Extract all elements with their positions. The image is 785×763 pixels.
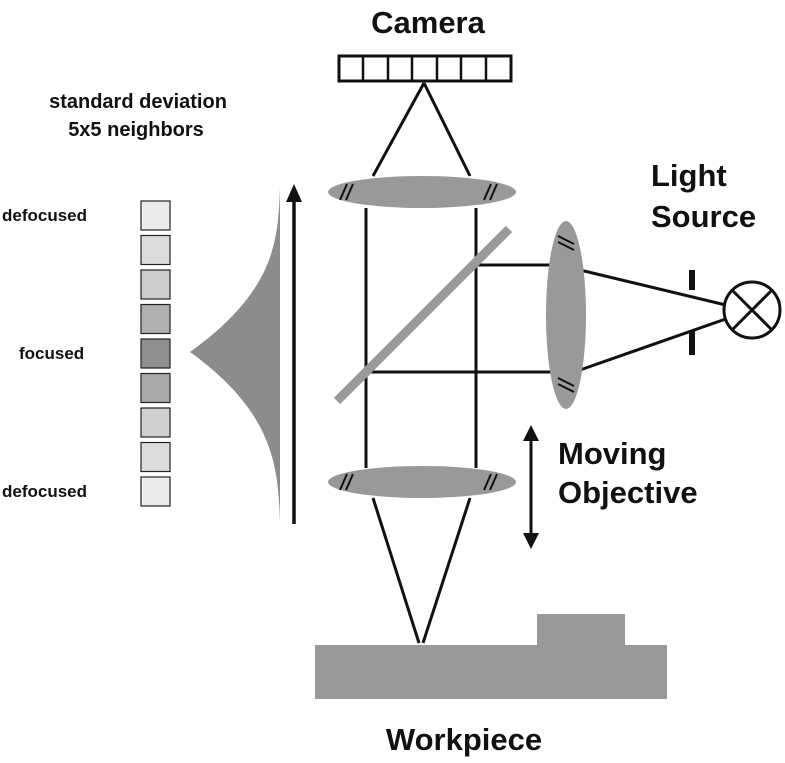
camera-sensor — [337, 54, 513, 83]
focus-scale-cell — [140, 407, 171, 438]
std-dev-label-line2: 5x5 neighbors — [68, 119, 204, 141]
std-dev-label-line1: standard deviation — [49, 91, 227, 113]
main-beam — [364, 208, 478, 468]
focused-label: focused — [19, 344, 84, 363]
focus-scale-cell — [140, 234, 171, 266]
light-source-label-line1: Light — [651, 158, 727, 193]
moving-objective-label-line1: Moving — [558, 436, 667, 471]
defocused-bottom-label: defocused — [2, 482, 87, 501]
focus-scale-cell — [140, 372, 171, 404]
focus-scale-cell — [140, 476, 171, 507]
defocused-top-label: defocused — [2, 206, 87, 225]
focus-scale — [140, 200, 171, 507]
moving-objective-arrow — [523, 425, 539, 549]
beam-splitter — [333, 225, 513, 405]
light-source-label-line2: Source — [651, 199, 756, 234]
rays-to-camera — [371, 82, 472, 177]
focus-curve — [190, 188, 280, 522]
objective-lens — [328, 466, 516, 498]
condenser-lens — [546, 221, 586, 409]
workpiece — [315, 614, 667, 699]
moving-objective-label-line2: Objective — [558, 475, 698, 510]
focus-scale-cell — [140, 303, 171, 335]
workpiece-label: Workpiece — [386, 722, 542, 757]
focus-scale-cell — [140, 338, 171, 369]
camera-label: Camera — [371, 5, 485, 40]
lamp-icon — [722, 280, 782, 340]
focus-scale-cell — [140, 200, 171, 231]
tube-lens — [328, 176, 516, 208]
z-scan-arrow — [286, 184, 302, 524]
focus-scale-cell — [140, 441, 171, 473]
rays-to-workpiece — [371, 497, 472, 644]
focus-scale-cell — [140, 269, 171, 300]
